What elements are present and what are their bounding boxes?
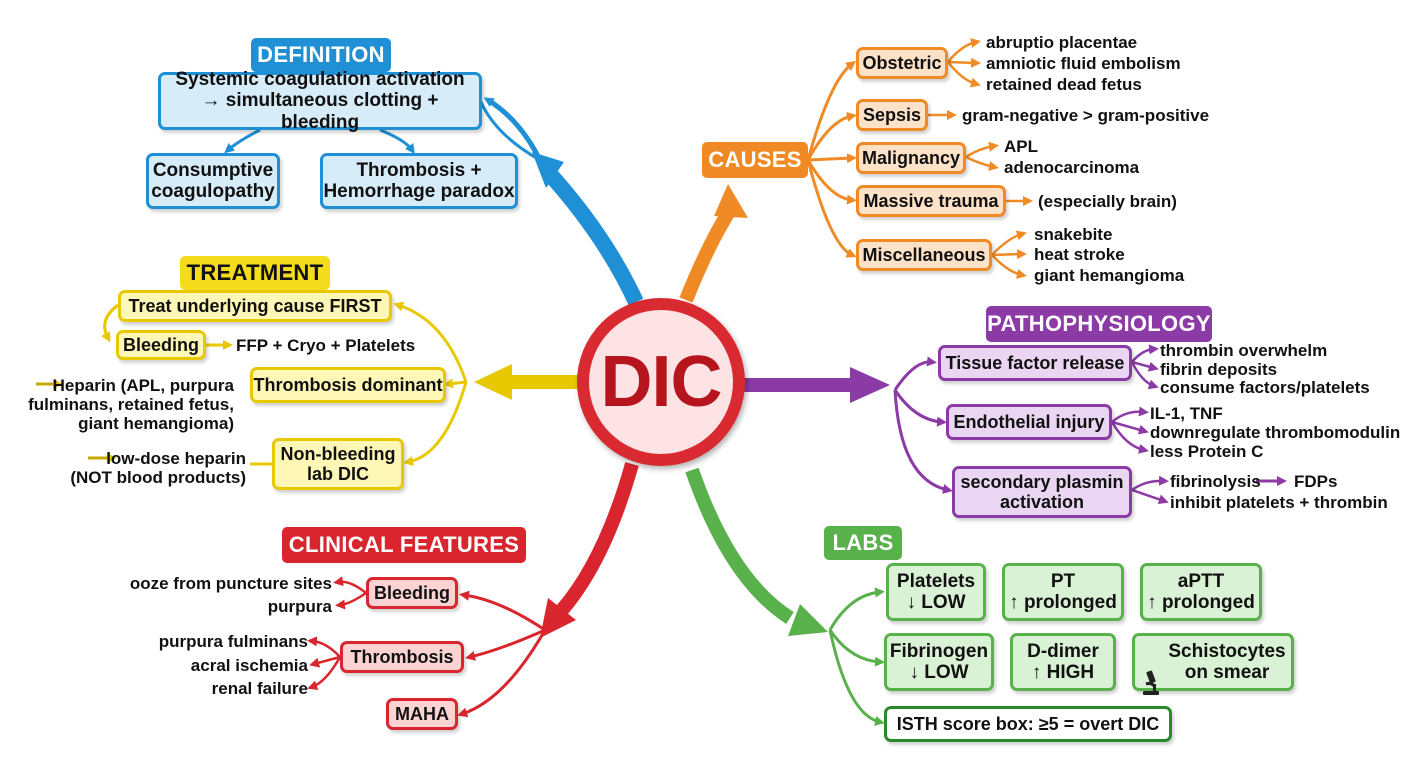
cause-detail: gram-negative > gram-positive xyxy=(962,106,1210,125)
clinical-features-title: CLINICAL FEATURES xyxy=(282,527,526,563)
causes-title: CAUSES xyxy=(702,142,808,178)
treat-underlying-cause-box: Treat underlying cause FIRST xyxy=(118,290,392,322)
cause-detail: amniotic fluid embolism xyxy=(986,54,1181,73)
labs-title: LABS xyxy=(824,526,902,560)
cause-obstetric: Obstetric xyxy=(856,47,948,79)
pathophysiology-title: PATHOPHYSIOLOGY xyxy=(986,306,1212,342)
treat-thrombosis-dominant-box: Thrombosis dominant xyxy=(250,367,446,403)
patho-detail: fibrin deposits xyxy=(1160,360,1278,379)
cause-detail: (especially brain) xyxy=(1038,192,1177,211)
clinical-detail: purpura fulminans xyxy=(158,632,308,651)
isth-score-box: ISTH score box: ≥5 = overt DIC xyxy=(884,706,1172,742)
dic-center-label: DIC xyxy=(600,342,723,422)
cause-detail: heat stroke xyxy=(1034,245,1125,264)
treatment-title: TREATMENT xyxy=(180,256,330,290)
clinical-bleeding-box: Bleeding xyxy=(366,577,458,609)
definition-title: DEFINITION xyxy=(251,38,391,72)
clinical-thrombosis-box: Thrombosis xyxy=(340,641,464,673)
treat-nonbleeding-box: Non-bleeding lab DIC xyxy=(272,438,404,490)
dic-central-node: DIC xyxy=(577,298,745,466)
cause-detail: giant hemangioma xyxy=(1034,266,1185,285)
patho-detail: fibrinolysis xyxy=(1170,472,1261,491)
patho-detail: inhibit platelets + thrombin xyxy=(1170,493,1388,512)
clinical-detail: acral ischemia xyxy=(190,656,308,675)
cause-massive-trauma: Massive trauma xyxy=(856,185,1006,217)
lab-fibrinogen-box: Fibrinogen ↓ LOW xyxy=(884,633,994,691)
treat-thrombosis-detail: Heparin (APL, purpura fulminans, retaine… xyxy=(28,376,234,434)
clinical-maha-box: MAHA xyxy=(386,698,458,730)
cause-detail: APL xyxy=(1004,137,1038,156)
cause-detail: snakebite xyxy=(1034,225,1113,244)
patho-detail: downregulate thrombomodulin xyxy=(1150,423,1401,442)
patho-detail: FDPs xyxy=(1294,472,1338,491)
cause-sepsis: Sepsis xyxy=(856,99,928,131)
cause-detail: abruptio placentae xyxy=(986,33,1138,52)
dic-inner-circle: DIC xyxy=(589,310,733,454)
lab-schistocytes-label: Schistocytes on smear xyxy=(1168,640,1286,683)
lab-pt-box: PT ↑ prolonged xyxy=(1002,563,1124,621)
cause-miscellaneous: Miscellaneous xyxy=(856,239,992,271)
patho-endothelial-box: Endothelial injury xyxy=(946,404,1112,440)
treat-nonbleeding-detail: low-dose heparin (NOT blood products) xyxy=(70,449,246,488)
patho-detail: less Protein C xyxy=(1150,442,1264,461)
treat-bleeding-box: Bleeding xyxy=(116,330,206,360)
microscope-icon xyxy=(1140,649,1162,696)
patho-detail: consume factors/platelets xyxy=(1160,378,1370,397)
cause-detail: adenocarcinoma xyxy=(1004,158,1140,177)
patho-detail: IL-1, TNF xyxy=(1150,404,1223,423)
clinical-detail: renal failure xyxy=(211,679,308,698)
lab-aptt-box: aPTT ↑ prolonged xyxy=(1140,563,1262,621)
definition-main-box: Systemic coagulation activation → simult… xyxy=(158,69,482,133)
patho-plasmin-box: secondary plasmin activation xyxy=(952,466,1132,518)
clinical-detail: purpura xyxy=(267,597,332,616)
thrombosis-hemorrhage-box: Thrombosis + Hemorrhage paradox xyxy=(320,153,518,209)
treat-bleeding-detail: FFP + Cryo + Platelets xyxy=(236,336,416,355)
clinical-detail: ooze from puncture sites xyxy=(129,574,332,593)
patho-detail: thrombin overwhelm xyxy=(1160,341,1328,360)
cause-malignancy: Malignancy xyxy=(856,142,966,174)
lab-platelets-box: Platelets ↓ LOW xyxy=(886,563,986,621)
cause-detail: retained dead fetus xyxy=(986,75,1142,94)
patho-tissue-factor-box: Tissue factor release xyxy=(938,345,1132,381)
lab-schistocytes-box: Schistocytes on smear xyxy=(1132,633,1294,696)
consumptive-coagulopathy-box: Consumptive coagulopathy xyxy=(146,153,280,209)
lab-ddimer-box: D-dimer ↑ HIGH xyxy=(1010,633,1116,691)
